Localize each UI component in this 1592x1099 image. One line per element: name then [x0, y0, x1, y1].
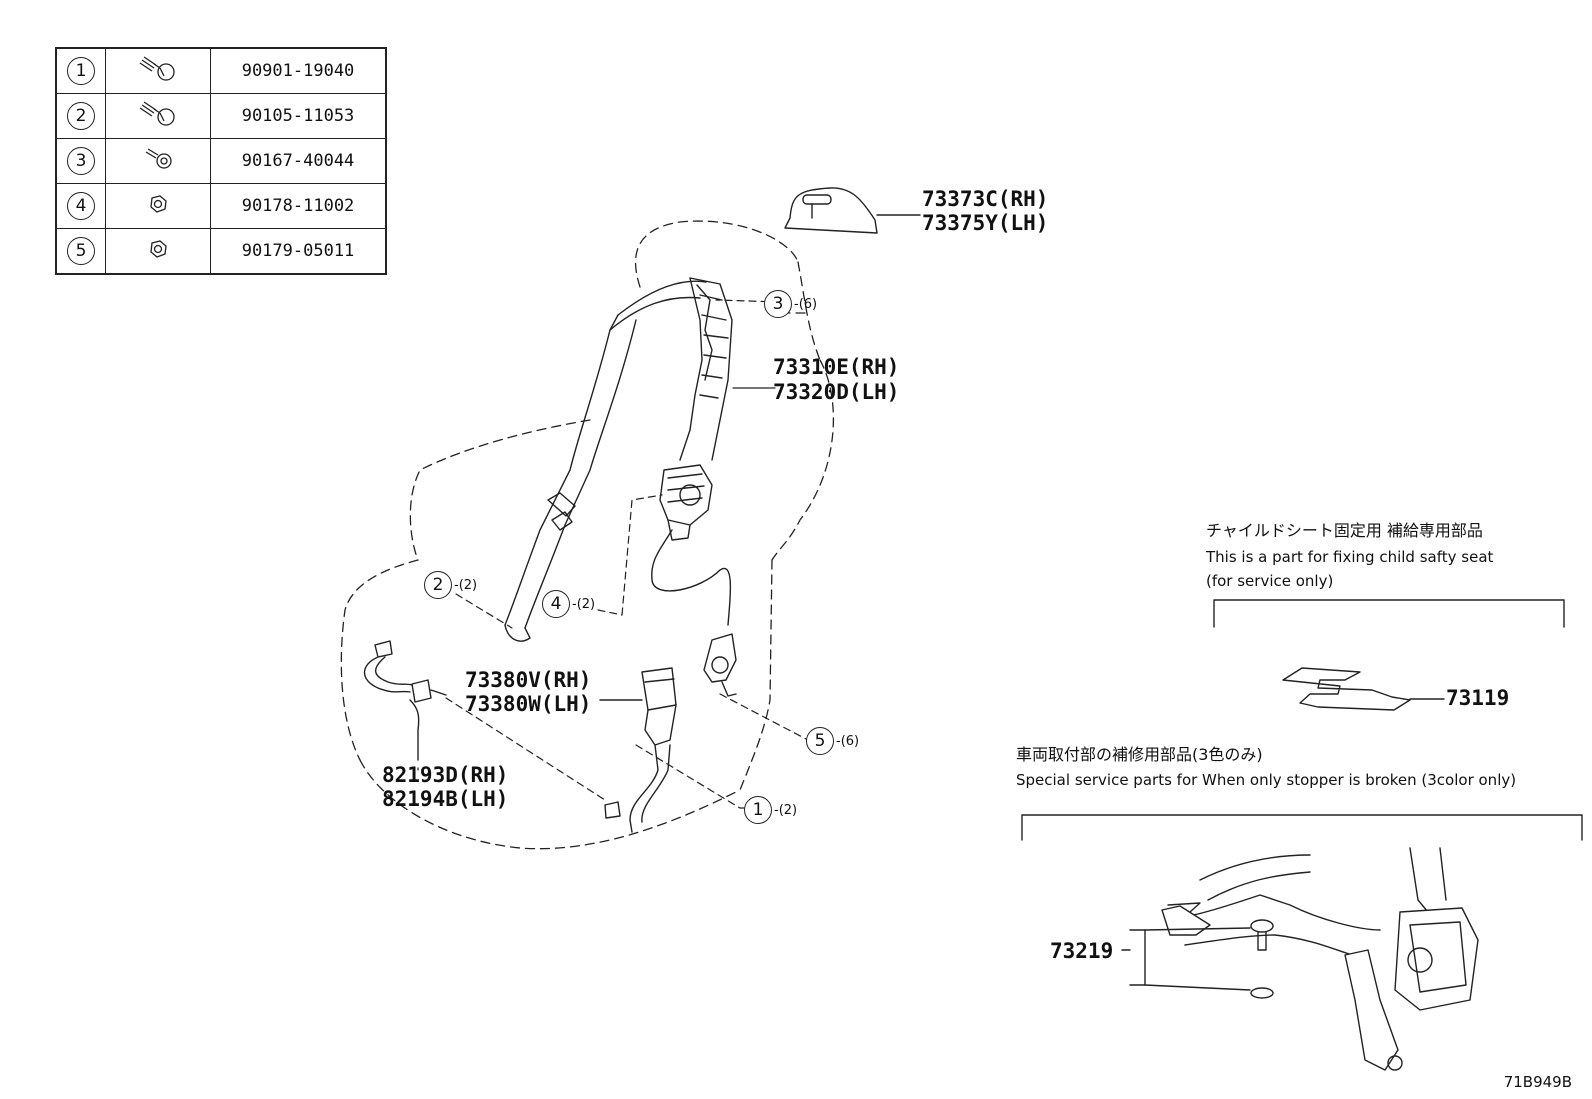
- fastener-index: 2: [67, 102, 95, 130]
- callout-4-qty: -(2): [572, 597, 596, 612]
- fastener-row: 4 90178-11002: [55, 183, 387, 229]
- callout-2: 2: [424, 571, 452, 599]
- fastener-part-number: 90179-05011: [210, 228, 387, 275]
- fastener-index: 3: [67, 147, 95, 175]
- fastener-part-number: 90901-19040: [210, 47, 387, 94]
- seat-outline: [340, 220, 834, 850]
- fastener-row: 3 90167-40044: [55, 138, 387, 184]
- callout-leaders: [445, 299, 809, 809]
- fastener-row: 5 90179-05011: [55, 228, 387, 275]
- fastener-index: 5: [67, 237, 95, 265]
- fastener-table: 1 90901-19040 2 90105-11053 3 90167-4004…: [55, 47, 387, 275]
- screw-icon: [145, 148, 172, 169]
- cover-part-lh: 73375Y(LH): [922, 211, 1049, 235]
- child-seat-bracket: [1213, 599, 1565, 711]
- bolt-icon: [139, 101, 175, 126]
- wire-lh: 82194B(LH): [382, 787, 509, 811]
- fastener-index: 4: [67, 192, 95, 220]
- retractor-cable: [651, 529, 737, 697]
- child-seat-part-number: 73119: [1446, 686, 1510, 710]
- callout-4: 4: [542, 590, 570, 618]
- belt-webbing: [504, 280, 707, 642]
- wire-harness: [363, 640, 447, 761]
- callout-3: 3: [764, 290, 792, 318]
- child-seat-note-en-service: (for service only): [1206, 572, 1334, 590]
- child-seat-note-jp: チャイルドシート固定用 補給専用部品: [1206, 521, 1483, 540]
- fastener-row: 2 90105-11053: [55, 93, 387, 139]
- belt-assembly-rh: 73310E(RH): [773, 355, 900, 379]
- fastener-part-number: 90105-11053: [210, 93, 387, 139]
- fastener-part-number: 90167-40044: [210, 138, 387, 184]
- callout-3-qty: -(6): [794, 297, 818, 312]
- callout-5-qty: -(6): [836, 734, 860, 749]
- callout-1: 1: [744, 796, 772, 824]
- buckle-rh: 73380V(RH): [465, 668, 592, 692]
- cover-part-rh: 73373C(RH): [922, 187, 1049, 211]
- callout-2-qty: -(2): [454, 578, 478, 593]
- child-seat-note-en: This is a part for fixing child safty se…: [1206, 548, 1494, 566]
- fastener-row: 1 90901-19040: [55, 47, 387, 94]
- belt-cover-part: [784, 187, 921, 234]
- wire-rh: 82193D(RH): [382, 763, 509, 787]
- stopper-repair-view: [1021, 814, 1583, 1071]
- bolt-icon: [139, 56, 175, 81]
- belt-assembly-lh: 73320D(LH): [773, 380, 900, 404]
- fastener-part-number: 90178-11002: [210, 183, 387, 229]
- callout-1-qty: -(2): [774, 803, 798, 818]
- nut-icon: [150, 240, 167, 258]
- stopper-note-en: Special service parts for When only stop…: [1016, 771, 1517, 789]
- part-leaders: [417, 387, 776, 771]
- retractor-assembly: [659, 277, 733, 541]
- buckle-lh: 73380W(LH): [465, 692, 592, 716]
- stopper-part-number: 73219: [1050, 939, 1114, 963]
- nut-icon: [150, 195, 167, 213]
- callout-5: 5: [806, 727, 834, 755]
- figure-code: 71B949B: [1503, 1073, 1572, 1091]
- fastener-index: 1: [67, 57, 95, 85]
- buckle-assembly: [599, 667, 677, 833]
- stopper-note-jp: 車両取付部の補修用部品(3色のみ): [1016, 745, 1263, 764]
